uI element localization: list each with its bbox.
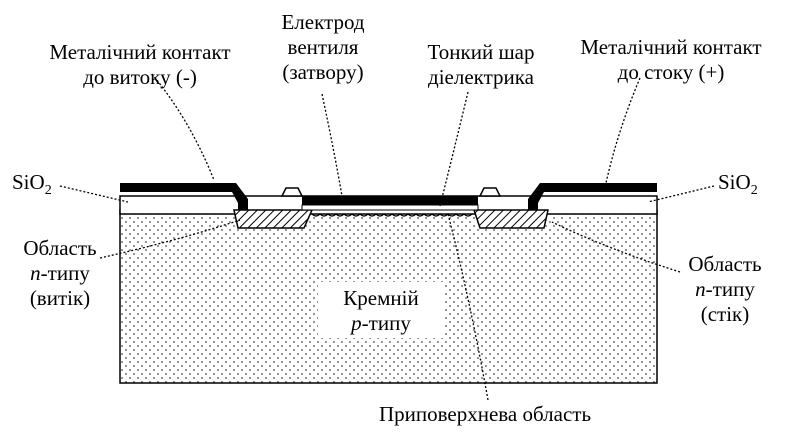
label-silicon-line1: Кремній — [343, 286, 419, 310]
leader-sio2-right — [647, 185, 715, 203]
label-drain-contact-line2: до стоку (+) — [617, 60, 725, 84]
label-gate-electrode: Електрод вентиля (затвору) — [268, 10, 378, 85]
label-silicon-rest: -типу — [361, 311, 411, 335]
oxide-bump-right — [478, 187, 502, 197]
leader-gate-electrode — [321, 93, 343, 197]
label-n-source-rest: -типу — [40, 261, 90, 285]
label-surface-region-text: Приповерхнева область — [378, 402, 592, 426]
label-source-contact-line1: Металічний контакт — [49, 40, 231, 64]
label-n-drain-rest: -типу — [705, 277, 755, 301]
label-gate-electrode-line2: вентиля — [287, 35, 359, 59]
label-sio2-left-sub: 2 — [44, 183, 52, 198]
label-silicon: Кремній p-типу — [318, 286, 444, 336]
label-n-source-line1: Область — [23, 236, 97, 260]
label-gate-electrode-line1: Електрод — [281, 10, 365, 34]
label-sio2-right: SiO2 — [718, 170, 758, 198]
label-sio2-right-base: SiO — [718, 170, 751, 194]
label-thin-dielectric: Тонкий шар діелектрика — [408, 40, 554, 90]
label-sio2-left: SiO2 — [12, 170, 52, 198]
label-thin-dielectric-line2: діелектрика — [428, 65, 534, 89]
label-n-drain-line3: (стік) — [700, 302, 750, 326]
label-source-contact-line2: до витоку (-) — [83, 65, 197, 89]
gate-electrode — [302, 196, 478, 205]
drain-metal-contact — [528, 183, 657, 210]
label-drain-contact-line1: Металічний контакт — [580, 35, 762, 59]
substrate-label-background — [318, 282, 444, 338]
leader-n-drain — [551, 221, 681, 273]
label-n-source-line3: (витік) — [29, 286, 91, 310]
label-n-drain-italic: n — [695, 277, 706, 301]
label-source-contact: Металічний контакт до витоку (-) — [30, 40, 250, 90]
label-n-drain: Область n-типу (стік) — [672, 252, 778, 327]
label-surface-region: Приповерхнева область — [340, 402, 630, 427]
label-silicon-italic: p — [351, 311, 362, 335]
label-sio2-right-sub: 2 — [750, 183, 758, 198]
leader-drain-contact — [605, 77, 641, 184]
leader-n-source — [99, 219, 241, 259]
label-sio2-left-base: SiO — [12, 170, 45, 194]
label-n-source-line2: n-типу — [10, 261, 110, 286]
label-silicon-line2: p-типу — [318, 311, 444, 336]
n-source-region — [233, 209, 314, 229]
thin-dielectric — [301, 204, 479, 211]
label-drain-contact: Металічний контакт до стоку (+) — [560, 35, 782, 85]
label-n-source: Область n-типу (витік) — [10, 236, 110, 311]
label-gate-electrode-line3: (затвору) — [282, 60, 364, 84]
label-thin-dielectric-line1: Тонкий шар — [427, 40, 535, 64]
leader-lines — [59, 73, 715, 401]
leader-sio2-left — [59, 185, 129, 203]
leader-thin-dielectric — [439, 91, 469, 207]
leader-surface-region — [447, 213, 489, 401]
label-n-drain-line1: Область — [688, 252, 762, 276]
leader-source-contact — [151, 73, 215, 181]
label-n-source-italic: n — [30, 261, 41, 285]
source-metal-contact — [120, 183, 248, 210]
label-n-drain-line2: n-типу — [672, 277, 778, 302]
channel-wave — [311, 213, 473, 217]
n-drain-region — [472, 209, 549, 229]
oxide-bump-left — [280, 187, 304, 197]
